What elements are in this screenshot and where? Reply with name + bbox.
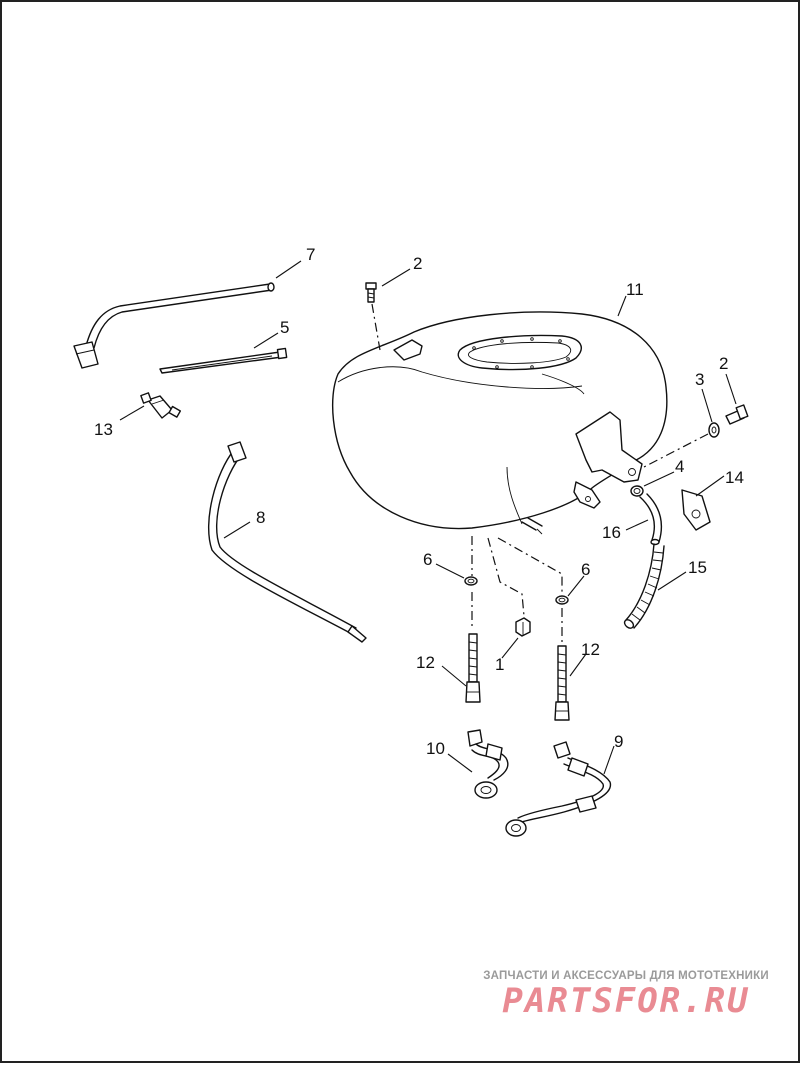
- callout-labels: 7 2 11 5 3 2 13 4 14 8 16 6 6 15 1 12 12…: [94, 245, 744, 758]
- watermark-logo: PARTSFOR.RU: [502, 981, 750, 1021]
- fuel-tank-part-11: [331, 311, 668, 535]
- watermark-tagline: ЗАПЧАСТИ И АКСЕССУАРЫ ДЛЯ МОТОТЕХНИКИ: [483, 970, 769, 982]
- hose-part-16: [639, 493, 663, 546]
- hose-ribs: [631, 551, 664, 621]
- callout-1: 1: [495, 655, 504, 674]
- callout-4: 4: [675, 457, 684, 476]
- callout-3: 3: [695, 370, 704, 389]
- vent-tube-part-7: [73, 282, 275, 369]
- nut-part-1: [515, 617, 531, 637]
- screw-part-2-right: [725, 404, 749, 425]
- fuel-line-part-9: [505, 741, 612, 837]
- fuel-fitting-part-12-right: [554, 645, 570, 721]
- watermark: ЗАПЧАСТИ И АКСЕССУАРЫ ДЛЯ МОТОТЕХНИКИ PA…: [476, 970, 776, 1020]
- callout-6-right: 6: [581, 560, 590, 579]
- callout-12-right: 12: [581, 640, 600, 659]
- callout-2-right: 2: [719, 354, 728, 373]
- callout-10: 10: [426, 739, 445, 758]
- o-ring-part-6-right: [555, 595, 569, 605]
- fuel-fitting-part-12-left: [465, 633, 481, 703]
- callout-7: 7: [306, 245, 315, 264]
- fitting-part-13: [140, 392, 182, 419]
- fitting-threads-right: [557, 653, 567, 696]
- fitting-threads-left: [468, 641, 478, 676]
- callout-14: 14: [725, 468, 744, 487]
- fuel-line-part-10: [467, 729, 509, 799]
- clamp-part-4: [630, 485, 644, 497]
- bracket-plate-part-14: [681, 489, 711, 531]
- callout-16: 16: [602, 523, 621, 542]
- callout-leaders: [119, 260, 737, 775]
- o-ring-part-6-left: [464, 576, 478, 586]
- callout-5: 5: [280, 318, 289, 337]
- callout-15: 15: [688, 558, 707, 577]
- vent-hose-part-8: [208, 441, 367, 643]
- callout-8: 8: [256, 508, 265, 527]
- washer-part-3: [708, 422, 720, 438]
- callout-6-left: 6: [423, 550, 432, 569]
- callout-12-left: 12: [416, 653, 435, 672]
- callout-9: 9: [614, 732, 623, 751]
- cable-strap-part-5: [159, 347, 288, 374]
- callout-13: 13: [94, 420, 113, 439]
- screw-part-2-top: [365, 282, 377, 303]
- callout-2-top: 2: [413, 254, 422, 273]
- filler-flange-rivets: [472, 337, 570, 369]
- callout-11: 11: [626, 280, 644, 299]
- corrugated-hose-part-15: [623, 543, 665, 629]
